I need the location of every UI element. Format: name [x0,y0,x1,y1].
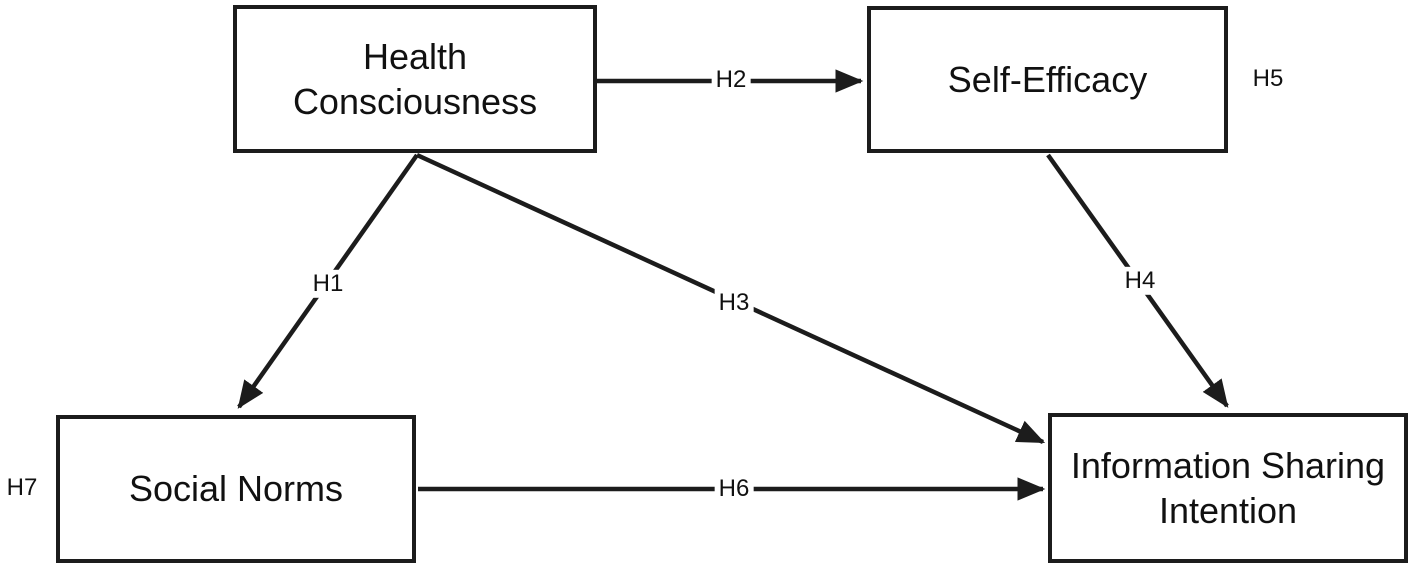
edge-label-h4: H4 [1120,266,1160,296]
floating-label-h7: H7 [6,473,38,501]
edge-label-h6: H6 [714,474,754,504]
node-health-consciousness-label: Health Consciousness [292,35,538,122]
node-social-norms: Social Norms [56,415,416,563]
node-self-efficacy: Self-Efficacy [867,6,1228,153]
node-information-sharing-intention: Information Sharing Intention [1048,413,1408,563]
node-self-efficacy-label: Self-Efficacy [947,58,1148,100]
edge-label-h1: H1 [308,269,348,299]
node-health-consciousness: Health Consciousness [233,5,597,153]
node-information-sharing-intention-label: Information Sharing Intention [1070,444,1386,531]
floating-label-h5: H5 [1252,64,1284,92]
node-social-norms-label: Social Norms [128,468,344,510]
edge-label-h2: H2 [711,65,751,95]
edge-label-h3: H3 [714,288,754,318]
